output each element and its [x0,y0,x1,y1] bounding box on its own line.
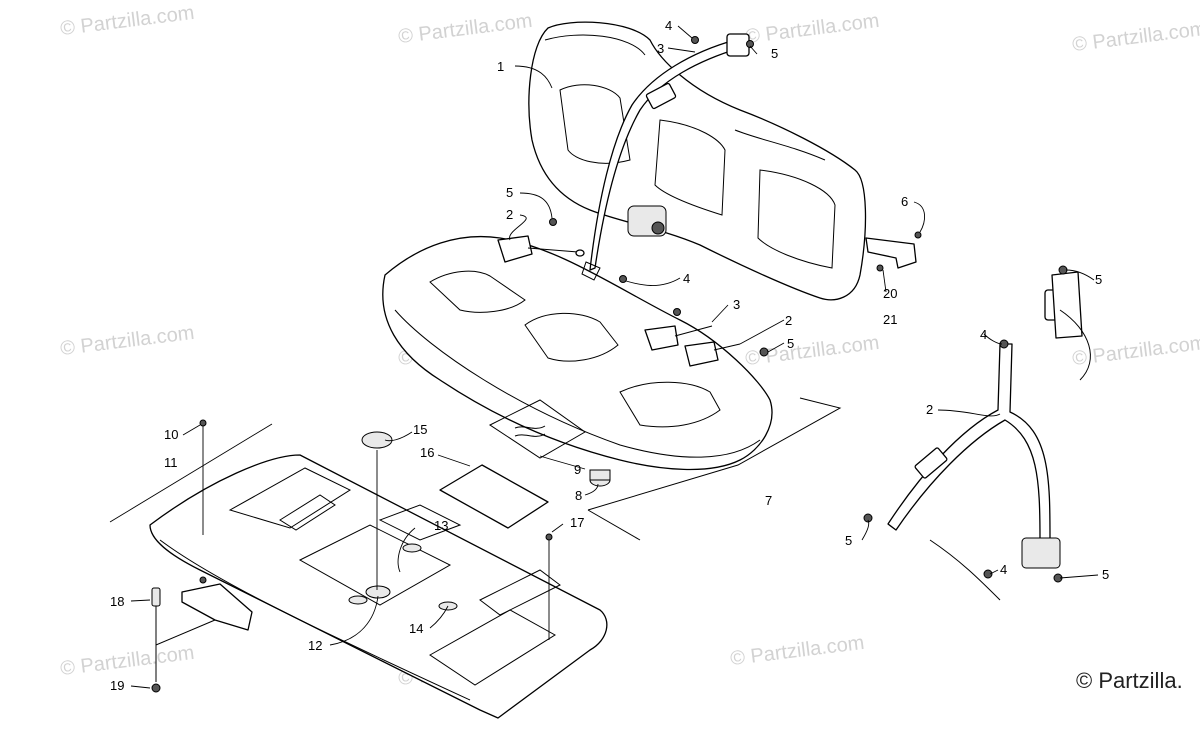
callout-leaders [130,25,1099,689]
callout-label: 6 [901,194,908,209]
seat-belt-upper [581,33,750,281]
callout-label: 10 [164,427,178,442]
plug [361,431,393,449]
callout-label: 8 [575,488,582,503]
callout-label: 2 [926,402,933,417]
brand-label: © Partzilla. [1076,668,1183,693]
callout-label: 15 [413,422,427,437]
callout-label: 16 [420,445,434,460]
callout-label: 5 [1102,567,1109,582]
callout-label: 4 [980,327,987,342]
seat-belt-assembly [863,265,1091,601]
callout-label: 5 [506,185,513,200]
callout-label: 9 [574,462,581,477]
callout-label: 4 [665,18,672,33]
cushion-pad [489,397,842,541]
callout-label: 3 [733,297,740,312]
callout-label: 3 [657,41,664,56]
fastener [199,419,207,427]
access-cover [439,464,549,529]
callout-label: 4 [1000,562,1007,577]
callout-label: 19 [110,678,124,693]
callout-label: 2 [785,313,792,328]
fasteners-seat [549,36,769,357]
callout-label: 18 [110,594,124,609]
hinge-plate [151,576,253,693]
fastener [545,533,553,541]
callout-label: 12 [308,638,322,653]
callout-label: 5 [771,46,778,61]
callout-label: 5 [1095,272,1102,287]
callout-label: 11 [164,455,178,470]
callout-numbers: 1 2 2 2 3 3 4 4 4 4 5 5 5 5 5 5 6 7 8 9 … [110,18,1109,693]
callout-label: 20 [883,286,897,301]
callout-label: 21 [883,312,897,327]
callout-label: 1 [497,59,504,74]
callout-label: 17 [570,515,584,530]
callout-label: 7 [765,493,772,508]
buckles [497,235,741,367]
callout-label: 2 [506,207,513,222]
callout-label: 4 [683,271,690,286]
callout-label: 5 [787,336,794,351]
bracket [865,231,922,272]
callout-label: 13 [434,518,448,533]
callout-label: 14 [409,621,423,636]
callout-label: 5 [845,533,852,548]
floor-pan [149,454,608,719]
